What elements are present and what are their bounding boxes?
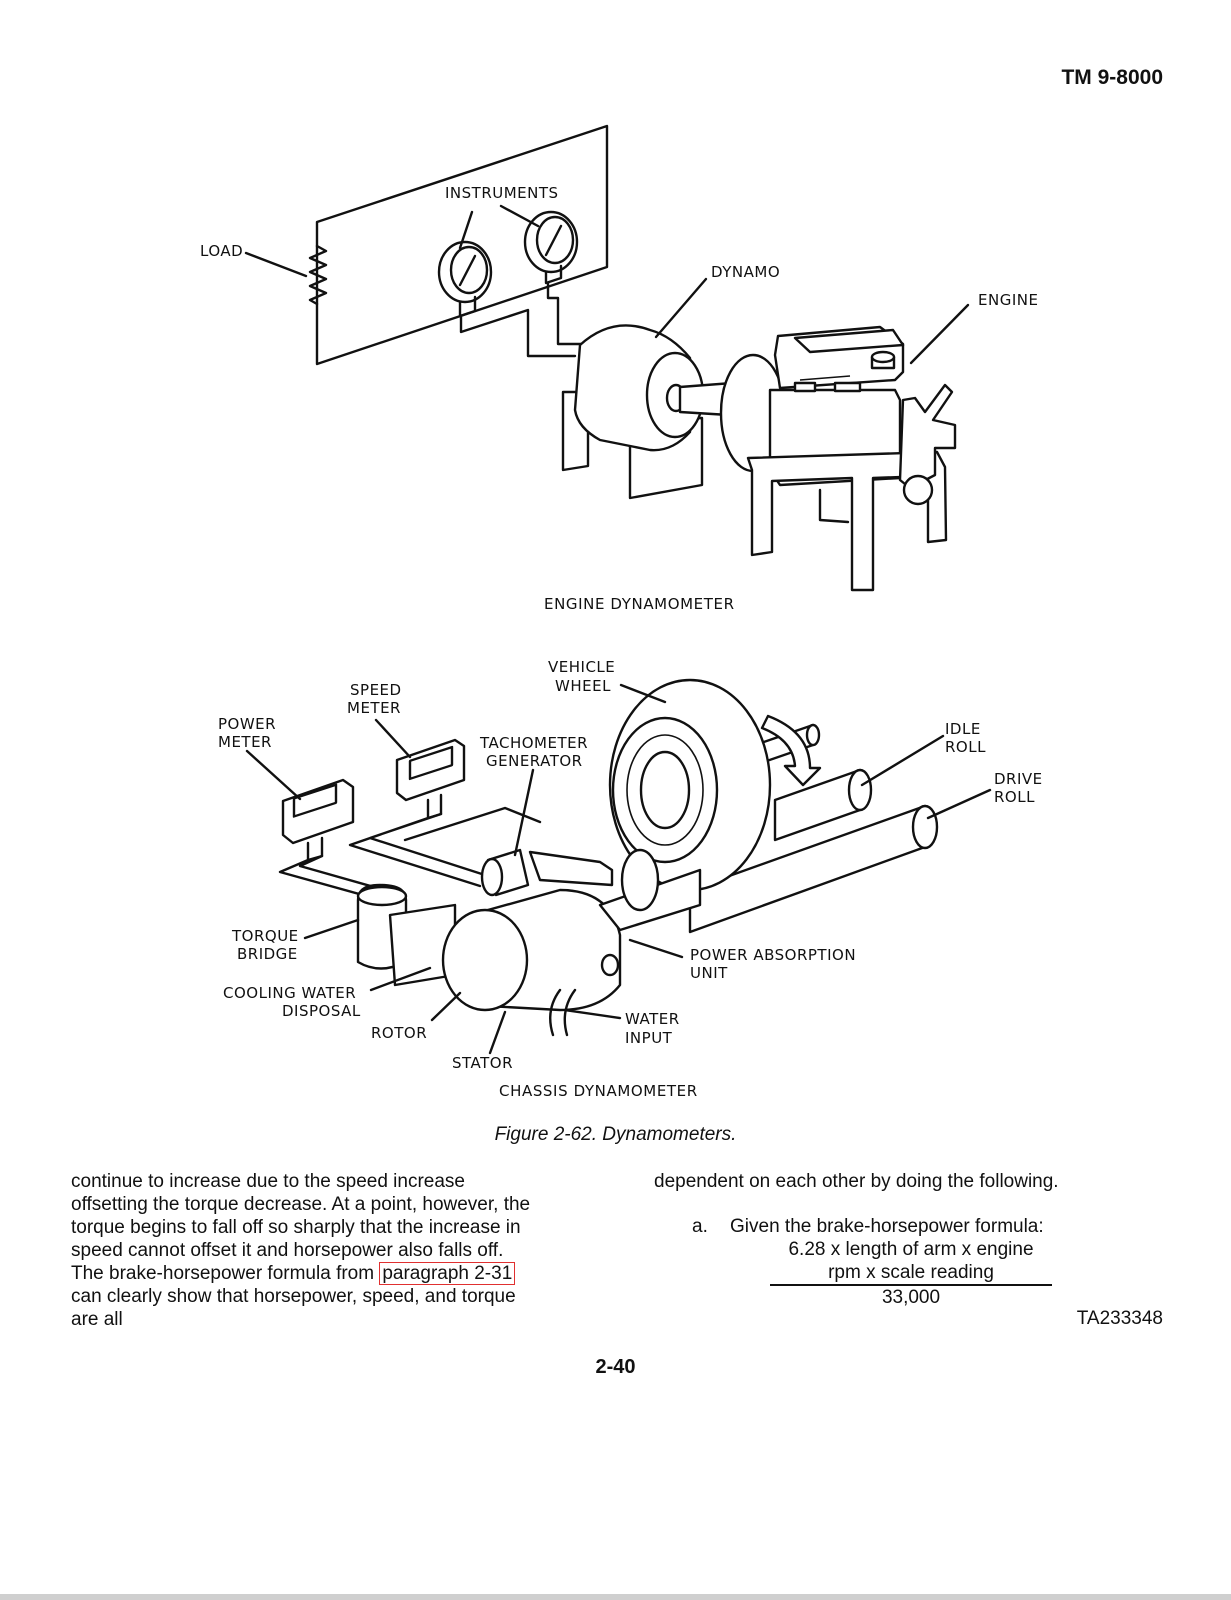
formula-numerator-line2: rpm x scale reading — [770, 1261, 1052, 1286]
right-intro: dependent on each other by doing the fol… — [654, 1171, 1059, 1192]
formula-numerator-line1: 6.28 x length of arm x engine — [788, 1239, 1034, 1260]
speed-meter-device — [395, 738, 466, 820]
power-meter-device — [281, 778, 355, 862]
label-vehicle: VEHICLE — [548, 658, 615, 676]
engine-dynamometer-illustration — [244, 124, 970, 592]
label-input: INPUT — [625, 1029, 673, 1047]
formula-fraction: 6.28 x length of arm x engine rpm x scal… — [770, 1238, 1052, 1309]
label-speed-meter: METER — [347, 699, 401, 717]
formula-block: a. Given the brake-horsepower formula: 6… — [654, 1215, 1164, 1309]
engine-front-accessory — [898, 383, 957, 490]
label-rotor: ROTOR — [371, 1024, 427, 1042]
label-power-absorption: POWER ABSORPTION — [690, 946, 856, 964]
label-idle: IDLE — [945, 720, 981, 738]
label-generator: GENERATOR — [486, 752, 583, 770]
paragraph-2-31-link[interactable]: paragraph 2-31 — [379, 1262, 516, 1285]
load-resistor — [308, 244, 328, 306]
instrument-gauge-left — [437, 240, 493, 318]
label-water: WATER — [625, 1010, 680, 1028]
label-power: POWER — [218, 715, 276, 733]
label-drive-roll: ROLL — [994, 788, 1035, 806]
chassis-dynamometer-illustration — [245, 678, 992, 1055]
dynamometers-figure: INSTRUMENTS LOAD DYNAMO ENGINE ENGINE DY… — [200, 124, 1043, 1100]
figure-caption: Figure 2-62. Dynamometers. — [494, 1124, 737, 1145]
body-right-column: dependent on each other by doing the fol… — [654, 1170, 1164, 1309]
label-dynamo: DYNAMO — [711, 263, 780, 281]
label-torque: TORQUE — [231, 927, 299, 945]
label-unit: UNIT — [690, 964, 728, 982]
idle-roll — [773, 768, 862, 842]
label-stator: STATOR — [452, 1054, 513, 1072]
left-paragraph: continue to increase due to the speed in… — [71, 1171, 531, 1330]
label-disposal: DISPOSAL — [282, 1002, 361, 1020]
rotation-arrow — [760, 714, 822, 787]
list-item-text: Given the brake-horsepower formula: — [730, 1216, 1044, 1237]
label-instruments: INSTRUMENTS — [445, 184, 559, 202]
formula-denominator: 33,000 — [881, 1287, 941, 1308]
label-drive: DRIVE — [994, 770, 1043, 788]
label-load: LOAD — [200, 242, 243, 260]
list-marker: a. — [692, 1216, 708, 1237]
rotor — [441, 908, 529, 1012]
page-number: 2-40 — [595, 1356, 636, 1378]
engine-dynamometer-caption: ENGINE DYNAMOMETER — [544, 595, 735, 613]
label-tachometer: TACHOMETER — [479, 734, 588, 752]
body-left-column: continue to increase due to the speed in… — [71, 1170, 541, 1331]
label-bridge: BRIDGE — [237, 945, 298, 963]
document-number: TM 9-8000 — [1061, 66, 1163, 89]
label-wheel: WHEEL — [555, 677, 611, 695]
label-cooling-water: COOLING WATER — [223, 984, 356, 1002]
label-engine: ENGINE — [978, 291, 1038, 309]
label-power-meter: METER — [218, 733, 272, 751]
label-speed: SPEED — [350, 681, 402, 699]
label-idle-roll: ROLL — [945, 738, 986, 756]
chassis-dynamometer-caption: CHASSIS DYNAMOMETER — [499, 1082, 698, 1100]
viewer-bottom-bar — [0, 1594, 1231, 1600]
ta-number: TA233348 — [1076, 1308, 1163, 1329]
